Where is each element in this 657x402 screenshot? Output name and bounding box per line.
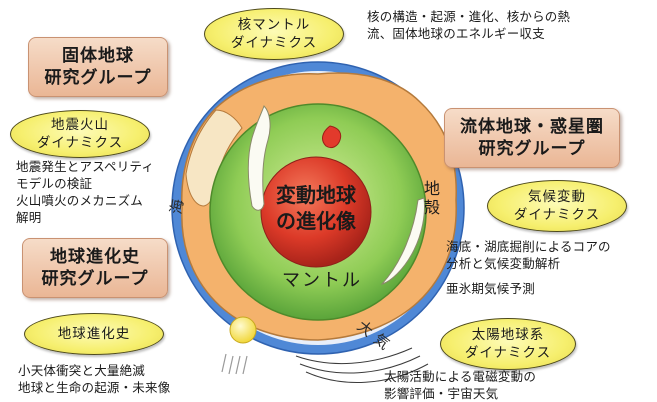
center-line-1: 変動地球 xyxy=(276,183,356,207)
fluid-earth-group-box: 流体地球・惑星圏 研究グループ xyxy=(444,108,620,168)
atmosphere-label: 大気 xyxy=(346,317,406,357)
quake-volcano-line-2: ダイナミクス xyxy=(36,135,124,151)
evolution-description: 小天体衝突と大量絶滅 地球と生命の起源・未来像 xyxy=(18,362,170,396)
desc-line: 火山噴火のメカニズム xyxy=(16,193,144,208)
mantle-plume xyxy=(247,105,271,211)
subducting-slab xyxy=(380,197,425,285)
desc-line: 影響評価・宇宙天気 xyxy=(384,386,499,401)
quake-volcano-line-1: 地震火山 xyxy=(51,117,109,133)
desc-line: 流、固体地球のエネルギー収支 xyxy=(367,26,545,41)
globe-center-title: 変動地球 の進化像 xyxy=(246,182,386,234)
solar-oval: 太陽地球系 ダイナミクス xyxy=(440,318,576,370)
ocean-label: 海 xyxy=(165,196,189,217)
desc-line: 分析と気候変動解析 xyxy=(446,256,561,271)
sun-rays-icon xyxy=(221,353,248,375)
desc-line: 亜氷期気候予測 xyxy=(446,281,535,296)
hotspot-droplet xyxy=(322,125,342,149)
core-mantle-line-2: ダイナミクス xyxy=(230,35,318,51)
desc-line: 地震発生とアスペリティ xyxy=(16,159,155,174)
sun-icon xyxy=(229,316,257,344)
core-mantle-line-1: 核マントル xyxy=(237,17,311,33)
solar-line-2: ダイナミクス xyxy=(464,345,552,361)
climate-description: 海底・湖底掘削によるコアの 分析と気候変動解析 亜氷期気候予測 xyxy=(446,238,611,297)
crust-text: 地殻 xyxy=(421,180,440,218)
core-mantle-description: 核の構造・起源・進化、核からの熱 流、固体地球のエネルギー収支 xyxy=(367,8,570,42)
desc-line: 太陽活動による電磁変動の xyxy=(384,369,537,384)
evolution-line-1: 地球進化史 xyxy=(57,326,131,342)
fluid-group-line-1: 流体地球・惑星圏 xyxy=(460,117,604,137)
quake-volcano-description: 地震発生とアスペリティ モデルの検証 火山噴火のメカニズム 解明 xyxy=(16,158,154,226)
desc-line: 地球と生命の起源・未来像 xyxy=(18,380,171,395)
solar-line-1: 太陽地球系 xyxy=(471,327,545,343)
solid-earth-group-box: 固体地球 研究グループ xyxy=(28,37,168,97)
climate-oval: 気候変動 ダイナミクス xyxy=(487,180,627,232)
desc-line: 海底・湖底掘削によるコアの xyxy=(446,239,611,254)
magnetic-field-lines xyxy=(295,347,429,383)
solar-description: 太陽活動による電磁変動の 影響評価・宇宙天気 xyxy=(384,368,536,402)
earth-history-group-box: 地球進化史 研究グループ xyxy=(22,238,168,298)
desc-line: 解明 xyxy=(16,210,42,225)
desc-line: 小天体衝突と大量絶滅 xyxy=(18,363,146,378)
climate-line-1: 気候変動 xyxy=(528,189,586,205)
quake-volcano-oval: 地震火山 ダイナミクス xyxy=(10,110,150,158)
core-mantle-oval: 核マントル ダイナミクス xyxy=(204,8,344,60)
ocean-text: 海 xyxy=(167,197,188,216)
desc-line: モデルの検証 xyxy=(16,176,93,191)
evolution-oval: 地球進化史 xyxy=(24,313,164,355)
solid-group-line-2: 研究グループ xyxy=(44,68,152,88)
center-line-2: の進化像 xyxy=(276,209,356,233)
history-group-line-1: 地球進化史 xyxy=(50,247,140,267)
desc-line: 核の構造・起源・進化、核からの熱 xyxy=(367,9,571,24)
mantle-label: マントル xyxy=(282,270,362,291)
core-layer xyxy=(260,156,372,268)
crust-label: 地殻 xyxy=(418,180,442,224)
solid-group-line-1: 固体地球 xyxy=(62,46,134,66)
climate-line-2: ダイナミクス xyxy=(513,207,601,223)
history-group-line-2: 研究グループ xyxy=(41,269,149,289)
fluid-group-line-2: 研究グループ xyxy=(478,139,586,159)
